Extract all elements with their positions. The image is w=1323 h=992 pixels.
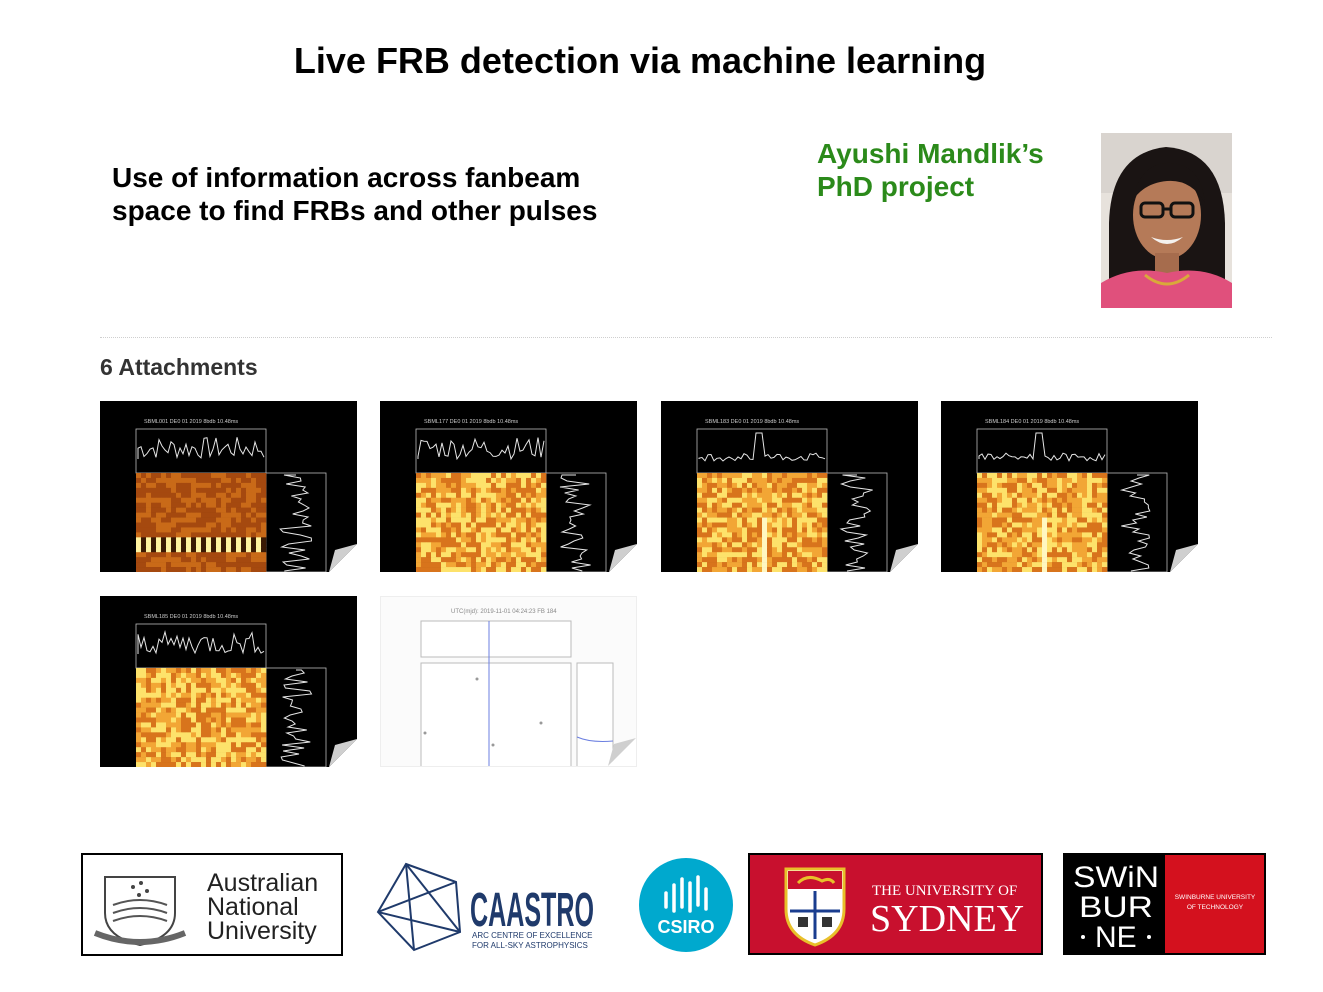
time-series-line bbox=[698, 432, 826, 462]
source-marker bbox=[539, 721, 543, 725]
anu-line-2: National bbox=[207, 893, 299, 921]
attachments-header: 6 Attachments bbox=[100, 354, 258, 380]
anu-line-1: Australian bbox=[207, 869, 318, 897]
anu-line-3: University bbox=[207, 917, 317, 945]
source-marker bbox=[423, 731, 427, 735]
swinburne-line-2: BUR bbox=[1079, 891, 1153, 924]
bandpass-line bbox=[839, 474, 873, 572]
attachment-thumbnail-5[interactable]: SBML185 DE0 01 2019 8bdb 10.48ms bbox=[100, 596, 357, 767]
page-curl-icon bbox=[609, 544, 637, 572]
subtitle-line-2: space to find FRBs and other pulses bbox=[112, 195, 598, 226]
attachment-thumbnail-4[interactable]: SBML184 DE0 01 2019 8bdb 10.48ms bbox=[941, 401, 1198, 572]
bandpass-line bbox=[280, 669, 313, 767]
csiro-name: CSIRO bbox=[657, 917, 714, 937]
spectrogram-plot: SBML184 DE0 01 2019 8bdb 10.48ms bbox=[976, 419, 1168, 572]
page-curl-icon bbox=[329, 739, 357, 767]
swinburne-logo: SWiN BUR NE SWINBURNE UNIVERSITY OF TECH… bbox=[1063, 853, 1266, 955]
credit-line-2: PhD project bbox=[817, 171, 975, 202]
swinburne-line-3: NE bbox=[1095, 921, 1137, 953]
swinburne-line-1: SWiN bbox=[1073, 861, 1159, 894]
plot-caption: SBML184 DE0 01 2019 8bdb 10.48ms bbox=[985, 419, 1079, 425]
credit-line-1: Ayushi Mandlik’s bbox=[817, 138, 1044, 169]
spectrogram-plot: SBML183 DE0 01 2019 8bdb 10.48ms bbox=[696, 419, 888, 572]
plot-caption: SBML185 DE0 01 2019 8bdb 10.48ms bbox=[144, 614, 238, 620]
plot-caption: UTC(mjd): 2019-11-01 04:24:23 FB 184 bbox=[451, 609, 557, 615]
section-divider bbox=[100, 337, 1272, 338]
sydney-logo: THE UNIVERSITY OF SYDNEY bbox=[748, 853, 1043, 955]
time-series-line bbox=[417, 437, 545, 461]
bandpass-line bbox=[279, 474, 313, 572]
time-series-line bbox=[137, 437, 265, 460]
time-series-line bbox=[137, 630, 265, 655]
student-photo bbox=[1101, 133, 1232, 308]
spectrogram-plot: SBML001 DE0 01 2019 8bdb 10.48ms bbox=[135, 419, 327, 572]
page-curl-icon bbox=[890, 544, 918, 572]
subtitle-line-1: Use of information across fanbeam bbox=[112, 162, 581, 193]
slide-subtitle: Use of information across fanbeam space … bbox=[112, 161, 712, 227]
swinburne-side-2: OF TECHNOLOGY bbox=[1187, 904, 1244, 911]
swinburne-side-1: SWINBURNE UNIVERSITY bbox=[1175, 894, 1256, 901]
bandpass-line bbox=[559, 474, 592, 572]
plot-caption: SBML177 DE0 01 2019 8bdb 10.48ms bbox=[424, 419, 518, 425]
attachment-thumbnail-2[interactable]: SBML177 DE0 01 2019 8bdb 10.48ms bbox=[380, 401, 637, 572]
page-curl-icon bbox=[608, 738, 636, 766]
csiro-logo: CSIRO bbox=[638, 857, 734, 953]
attachment-thumbnail-6[interactable]: UTC(mjd): 2019-11-01 04:24:23 FB 184 bbox=[380, 596, 637, 767]
source-marker bbox=[475, 677, 479, 681]
sydney-line-2: SYDNEY bbox=[870, 898, 1024, 940]
slide-title: Live FRB detection via machine learning bbox=[293, 40, 987, 81]
source-marker bbox=[491, 743, 495, 747]
caastro-name: CAASTRO bbox=[470, 884, 594, 937]
time-series-line bbox=[978, 432, 1106, 462]
caastro-tagline-2: FOR ALL-SKY ASTROPHYSICS bbox=[472, 941, 588, 950]
caastro-tagline-1: ARC CENTRE OF EXCELLENCE bbox=[472, 931, 592, 940]
anu-logo: Australian National University bbox=[81, 853, 343, 956]
attachment-thumbnail-3[interactable]: SBML183 DE0 01 2019 8bdb 10.48ms bbox=[661, 401, 918, 572]
plot-caption: SBML001 DE0 01 2019 8bdb 10.48ms bbox=[144, 419, 238, 425]
spectrogram-plot: SBML177 DE0 01 2019 8bdb 10.48ms bbox=[415, 419, 607, 572]
sydney-line-1: THE UNIVERSITY OF bbox=[872, 883, 1017, 899]
caastro-logo: CAASTRO ARC CENTRE OF EXCELLENCE FOR ALL… bbox=[374, 860, 599, 952]
fanbeam-plot: UTC(mjd): 2019-11-01 04:24:23 FB 184 bbox=[420, 609, 614, 766]
attachment-thumbnail-1[interactable]: SBML001 DE0 01 2019 8bdb 10.48ms bbox=[100, 401, 357, 572]
page-curl-icon bbox=[329, 544, 357, 572]
bandpass-line bbox=[1119, 474, 1151, 572]
spectrogram-plot: SBML185 DE0 01 2019 8bdb 10.48ms bbox=[135, 614, 327, 767]
page-curl-icon bbox=[1170, 544, 1198, 572]
project-credit: Ayushi Mandlik’s PhD project bbox=[817, 137, 1044, 203]
plot-caption: SBML183 DE0 01 2019 8bdb 10.48ms bbox=[705, 419, 799, 425]
